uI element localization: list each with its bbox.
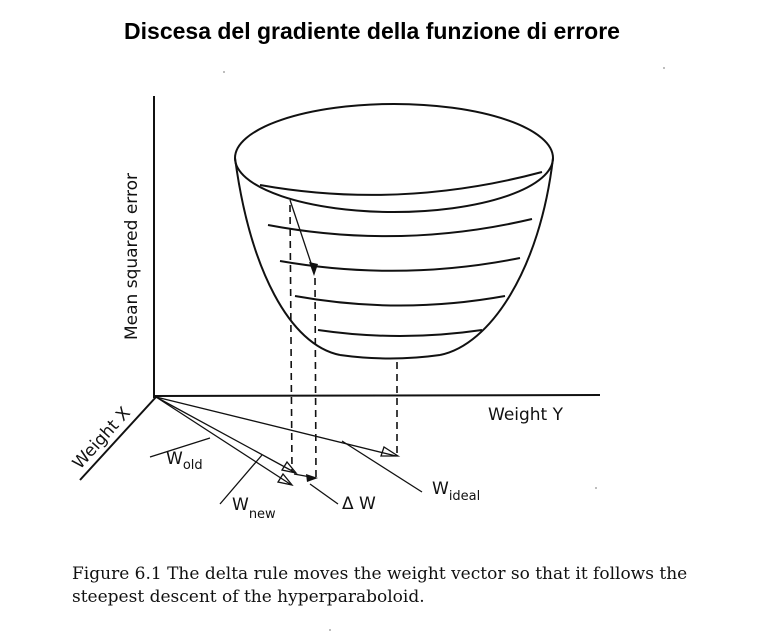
scan-speck	[329, 629, 331, 631]
projection-line-old	[289, 204, 293, 473]
descent-arrow	[289, 199, 315, 273]
bowl-left-side	[234, 157, 341, 356]
contour-line	[294, 295, 506, 307]
w-new-label: Wnew	[232, 495, 276, 522]
delta-w-leader	[309, 483, 339, 505]
page-title: Discesa del gradiente della funzione di …	[124, 18, 620, 44]
contour-line	[267, 218, 533, 238]
descent-arrowhead	[309, 262, 318, 276]
weight-x-axis	[79, 396, 157, 481]
scan-speck	[663, 67, 665, 69]
scan-speck	[223, 71, 225, 73]
w-ideal-label: Wideal	[432, 479, 480, 504]
weight-x-label: Weight X	[69, 403, 135, 473]
delta-w-label: Δ W	[342, 494, 376, 514]
scan-speck	[595, 487, 597, 489]
w-new-leader	[219, 454, 263, 505]
w-new-vector	[155, 396, 291, 485]
bowl-right-side	[439, 157, 554, 356]
contour-line	[259, 171, 543, 196]
weight-y-axis	[153, 394, 601, 397]
w-ideal-vector	[155, 396, 397, 457]
w-old-vector	[155, 396, 295, 473]
figure-caption: Figure 6.1 The delta rule moves the weig…	[72, 564, 688, 607]
bowl-bottom	[339, 354, 441, 360]
bowl-rim	[234, 103, 554, 213]
contour-line	[317, 329, 483, 337]
w-new-arrowhead	[276, 472, 294, 487]
weight-y-label: Weight Y	[488, 405, 564, 425]
contour-line	[279, 257, 521, 272]
w-ideal-arrowhead	[380, 446, 401, 457]
hyperparaboloid	[234, 103, 554, 360]
w-ideal-leader	[341, 440, 423, 493]
w-old-label: Wold	[166, 449, 203, 473]
y-axis-label: Mean squared error	[122, 173, 142, 340]
w-old-leader	[149, 437, 211, 458]
w-old-arrowhead	[280, 460, 298, 475]
projection-line-new	[314, 277, 317, 479]
delta-w-arrowhead	[306, 474, 318, 482]
